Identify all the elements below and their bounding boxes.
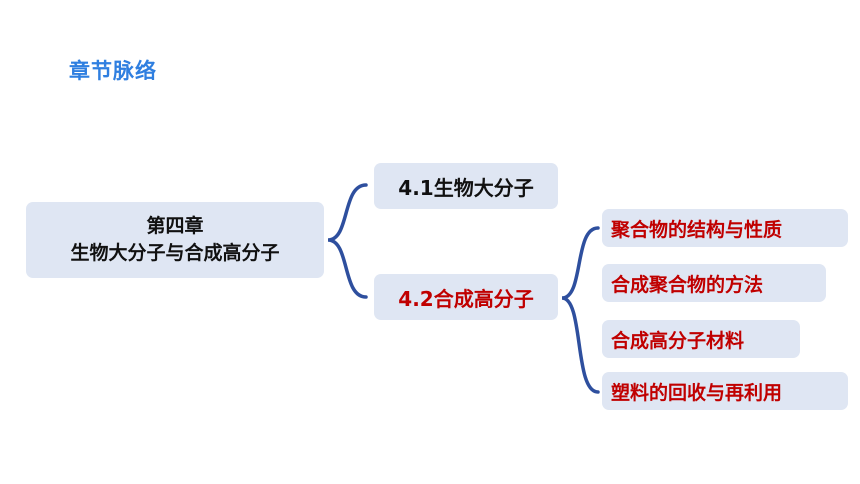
section-node-4-1: 4.1生物大分子	[374, 163, 558, 209]
subsection-node: 合成高分子材料	[602, 320, 800, 358]
root-node-subtitle: 生物大分子与合成高分子	[70, 242, 280, 264]
root-node: 第四章 生物大分子与合成高分子	[26, 202, 324, 278]
page-heading: 章节脉络	[69, 59, 157, 83]
subsection-node: 聚合物的结构与性质	[602, 209, 848, 247]
section-node-4-2: 4.2合成高分子	[374, 274, 558, 320]
subsection-node: 塑料的回收与再利用	[602, 372, 848, 410]
subsection-node: 合成聚合物的方法	[602, 264, 826, 302]
brace-root	[327, 183, 368, 299]
root-node-title: 第四章	[146, 215, 204, 237]
brace-section-2	[561, 226, 600, 394]
